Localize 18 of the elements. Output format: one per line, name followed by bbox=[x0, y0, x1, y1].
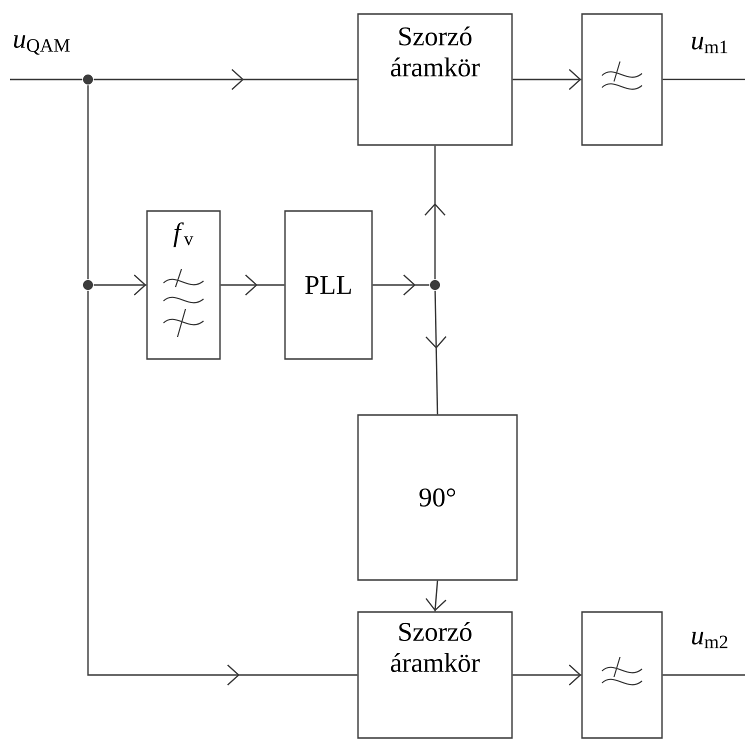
block-box: Szorzó áramkör bbox=[357, 611, 513, 739]
connector-line bbox=[87, 85, 89, 280]
filter-box bbox=[581, 611, 663, 739]
junction-dot bbox=[430, 280, 440, 290]
block-box: PLL bbox=[284, 210, 373, 360]
junction-dot bbox=[83, 74, 93, 84]
connector-line bbox=[662, 78, 745, 80]
filter-box bbox=[581, 13, 663, 146]
connector-line bbox=[662, 674, 745, 676]
junction-dot bbox=[83, 280, 93, 290]
arrow bbox=[425, 580, 446, 612]
block-box: f$_{v}$ bbox=[146, 210, 221, 360]
connector-line bbox=[10, 78, 82, 80]
arrow bbox=[512, 68, 582, 90]
block-box: Szorzó áramkör bbox=[357, 13, 513, 146]
block-box: 90° bbox=[357, 414, 518, 581]
arrow bbox=[512, 664, 582, 686]
arrow bbox=[94, 274, 146, 296]
